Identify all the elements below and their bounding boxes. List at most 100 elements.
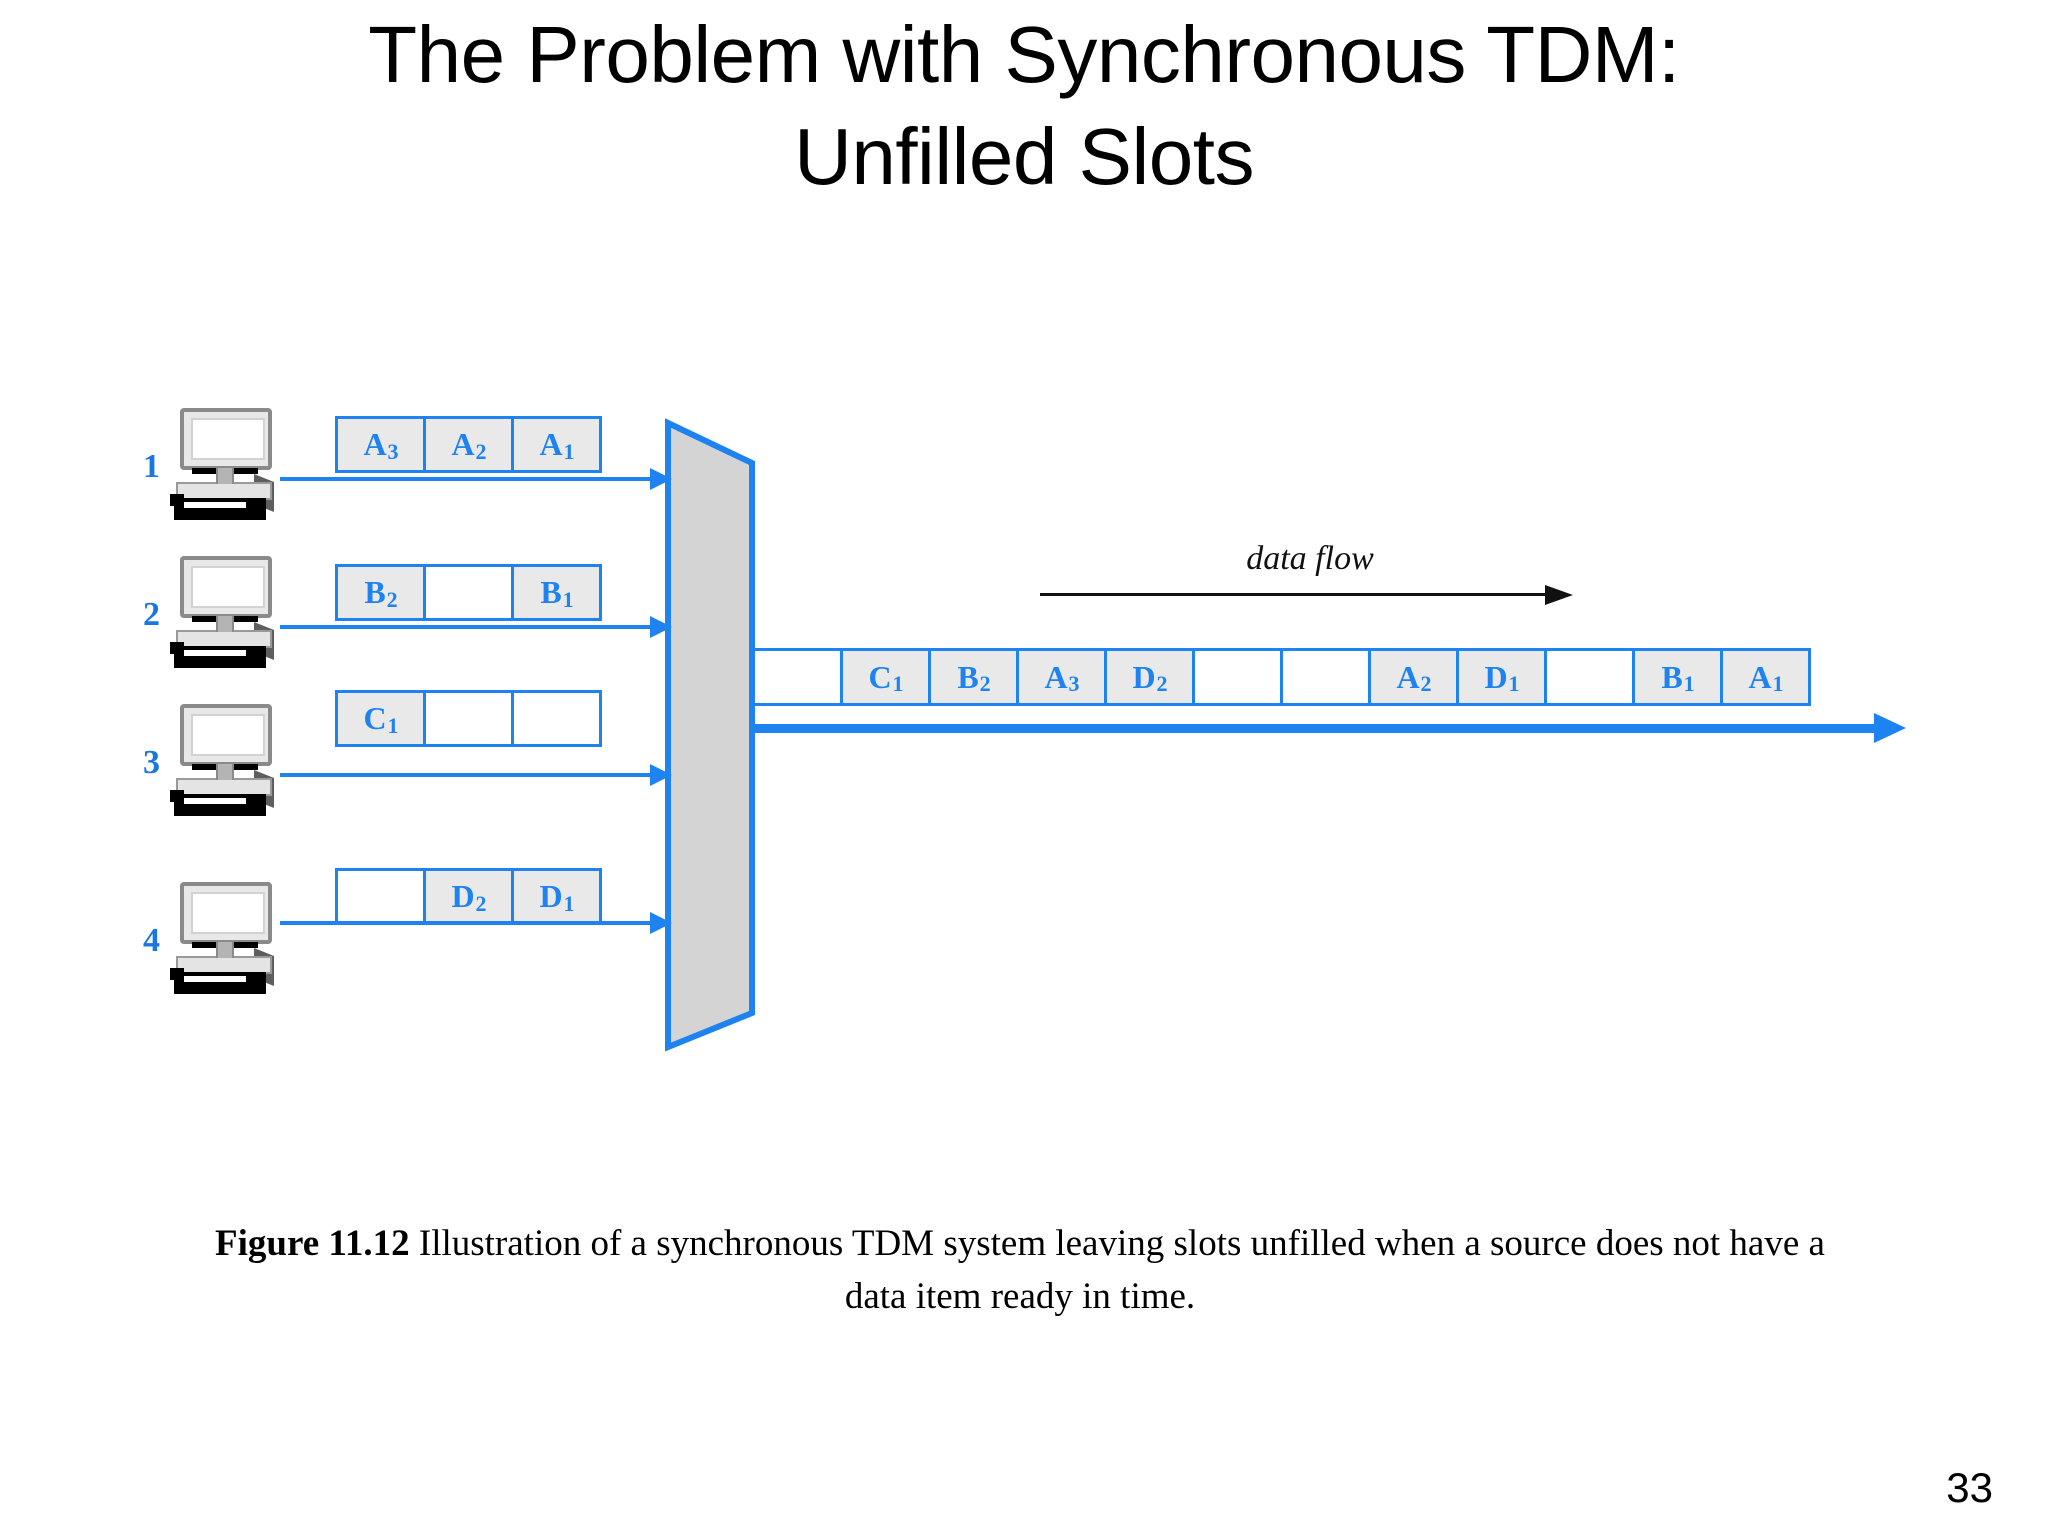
source-2-feed-arrow-icon (650, 616, 672, 638)
cell-subscript: 2 (1156, 671, 1168, 696)
output-arrow-icon (1874, 713, 1906, 743)
monitor-neck (216, 764, 234, 780)
output-stream-cell-0 (752, 648, 843, 706)
computer-drive-slot (184, 650, 246, 656)
cell-subscript: 1 (1683, 671, 1695, 696)
source-4-cell-0 (335, 868, 426, 925)
cell-base-letter: D (451, 878, 475, 914)
cell-base-letter: A (1748, 658, 1772, 695)
figure-caption: Figure 11.12 Illustration of a synchrono… (200, 1218, 1840, 1323)
source-label-1: 1 (143, 448, 160, 485)
figure-number: Figure 11.12 (215, 1223, 410, 1264)
cell-base-letter: B (957, 658, 979, 695)
computer-icon (168, 882, 284, 994)
source-row-1: 1 (120, 400, 680, 550)
multiplexer-shape (660, 415, 760, 1055)
source-row-2: 2 (120, 548, 680, 698)
source-row-3: 3 (120, 696, 680, 846)
cell-base-letter: B (1661, 658, 1683, 695)
source-label-4: 4 (143, 922, 160, 959)
data-flow-line (1040, 593, 1550, 596)
page-title: The Problem with Synchronous TDM: Unfill… (0, 4, 2048, 209)
source-2-cell-1 (423, 564, 514, 621)
data-flow-label: data flow (1246, 540, 1374, 577)
source-3-cell-1 (423, 690, 514, 747)
cell-base-letter: B (540, 574, 562, 610)
page-title-line-2: Unfilled Slots (794, 112, 1254, 202)
monitor-frame (180, 408, 272, 470)
source-label-3: 3 (143, 744, 160, 781)
computer-icon (168, 704, 284, 816)
cell-base-letter: C (363, 700, 387, 736)
cell-subscript: 1 (562, 586, 574, 612)
page-number: 33 (1946, 1464, 1993, 1511)
monitor-neck (216, 468, 234, 484)
cell-base-letter: D (1484, 658, 1508, 695)
monitor-screen (191, 418, 265, 460)
page-title-line-1: The Problem with Synchronous TDM: (368, 10, 1680, 99)
monitor-frame (180, 704, 272, 766)
cell-subscript: 2 (979, 671, 991, 696)
source-4-feed-arrow-icon (650, 912, 672, 934)
output-stream-cell-6 (1280, 648, 1371, 706)
source-row-4: 4 (120, 874, 680, 1024)
cell-subscript: 2 (1420, 671, 1432, 696)
cell-subscript: 1 (1772, 671, 1784, 696)
cell-subscript: 1 (1508, 671, 1520, 696)
source-label-2: 2 (143, 596, 160, 633)
output-line (752, 724, 1882, 733)
data-flow-annotation: data flow (1040, 540, 1580, 610)
monitor-frame (180, 882, 272, 944)
monitor-screen (191, 892, 265, 934)
monitor-screen (191, 566, 265, 608)
cell-subscript: 3 (1068, 671, 1080, 696)
cell-subscript: 1 (892, 671, 904, 696)
monitor-neck (216, 942, 234, 958)
computer-icon (168, 408, 284, 520)
cell-subscript: 2 (475, 890, 487, 916)
data-flow-arrow-icon (1545, 585, 1573, 605)
computer-drive-slot (184, 502, 246, 508)
cell-base-letter: B (364, 574, 386, 610)
computer-drive-slot (184, 798, 246, 804)
computer-drive-slot (184, 976, 246, 982)
source-2-feed-line (280, 625, 660, 629)
monitor-screen (191, 714, 265, 756)
source-3-feed-arrow-icon (650, 764, 672, 786)
source-1-feed-arrow-icon (650, 468, 672, 490)
source-3-cell-2 (511, 690, 602, 747)
cell-base-letter: A (363, 426, 387, 462)
cell-subscript: 1 (563, 890, 575, 916)
cell-subscript: 3 (387, 438, 399, 464)
cell-base-letter: A (1044, 658, 1068, 695)
source-4-feed-line (280, 921, 660, 925)
monitor-frame (180, 556, 272, 618)
source-3-feed-line (280, 773, 660, 777)
source-1-feed-line (280, 477, 660, 481)
computer-icon (168, 556, 284, 668)
output-stream-cell-5 (1192, 648, 1283, 706)
cell-base-letter: A (451, 426, 475, 462)
cell-base-letter: A (539, 426, 563, 462)
cell-subscript: 2 (386, 586, 398, 612)
